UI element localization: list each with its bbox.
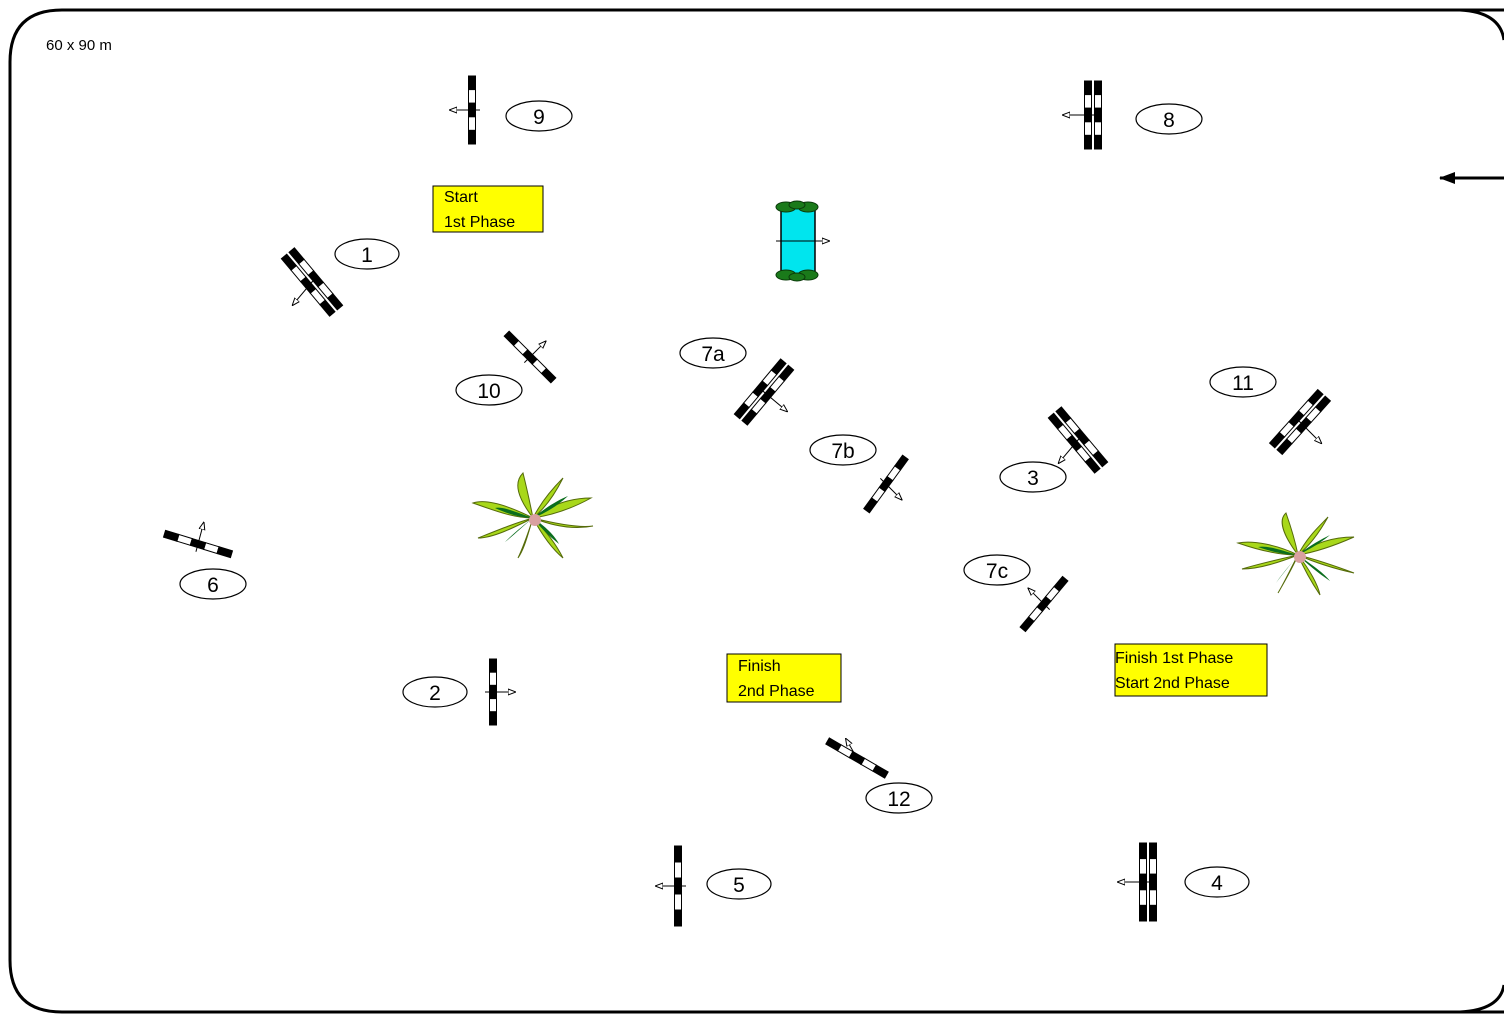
svg-text:7c: 7c <box>986 560 1008 583</box>
svg-text:6: 6 <box>207 574 219 597</box>
svg-text:7b: 7b <box>831 440 854 463</box>
fence-number-7a: 7a <box>679 337 747 369</box>
direction-arrow-icon <box>293 275 318 305</box>
start-first-phase-sign: Start 1st Phase <box>432 185 544 233</box>
finish-first-start-second-sign: Finish 1st Phase Start 2nd Phase <box>1114 643 1268 697</box>
svg-text:5: 5 <box>733 874 745 897</box>
arena-corner-right-top <box>1459 8 1504 41</box>
water-jump-icon <box>775 200 829 282</box>
arena-border <box>8 8 1504 1014</box>
svg-text:Finish: Finish <box>738 658 781 675</box>
svg-text:9: 9 <box>533 106 545 129</box>
arena-size-label: 60 x 90 m <box>46 37 112 54</box>
svg-text:Start: Start <box>444 189 478 206</box>
fence-number-10: 10 <box>455 374 523 406</box>
svg-text:1: 1 <box>361 244 373 267</box>
fence-number-7b: 7b <box>809 434 877 466</box>
fence-number-5: 5 <box>706 868 772 900</box>
svg-text:Start 2nd Phase: Start 2nd Phase <box>1115 675 1230 692</box>
fences-layer <box>162 75 1332 927</box>
svg-text:3: 3 <box>1027 467 1039 490</box>
finish-second-phase-sign: Finish 2nd Phase <box>726 653 842 703</box>
svg-text:2nd Phase: 2nd Phase <box>738 683 815 700</box>
svg-text:11: 11 <box>1232 372 1254 395</box>
direction-arrow-icon <box>1059 433 1084 463</box>
fence-12-icon <box>825 737 889 779</box>
fence-3-icon <box>1047 406 1109 474</box>
svg-text:4: 4 <box>1211 872 1223 895</box>
fence-1-icon <box>280 247 344 317</box>
arena-corner-right-bottom <box>1459 984 1504 1014</box>
fence-number-11: 11 <box>1209 366 1277 398</box>
fence-number-8: 8 <box>1135 103 1203 135</box>
direction-arrow-icon <box>1293 415 1321 443</box>
fence-number-4: 4 <box>1184 866 1250 898</box>
direction-arrow-icon <box>523 341 545 364</box>
plant-icon <box>471 472 594 559</box>
svg-text:1st Phase: 1st Phase <box>444 214 515 231</box>
svg-text:10: 10 <box>477 380 500 403</box>
svg-text:2: 2 <box>429 682 441 705</box>
fence-number-6: 6 <box>179 568 247 600</box>
direction-arrow-icon <box>879 477 901 499</box>
direction-arrow-icon <box>846 739 862 766</box>
fence-10-icon <box>503 330 557 384</box>
svg-text:12: 12 <box>887 788 910 811</box>
direction-arrow-icon <box>195 523 204 552</box>
svg-text:7a: 7a <box>701 343 725 366</box>
fence-number-7c: 7c <box>963 554 1031 586</box>
fence-number-2: 2 <box>402 676 468 708</box>
direction-arrow-icon <box>1028 588 1051 611</box>
fence-number-12: 12 <box>865 782 933 814</box>
svg-text:8: 8 <box>1163 109 1175 132</box>
plant-icon <box>1236 512 1355 596</box>
direction-arrow-icon <box>757 386 787 411</box>
fence-number-1: 1 <box>334 238 400 270</box>
fence-number-9: 9 <box>505 100 573 132</box>
fence-number-3: 3 <box>999 461 1067 493</box>
svg-text:Finish 1st Phase: Finish 1st Phase <box>1115 650 1233 667</box>
